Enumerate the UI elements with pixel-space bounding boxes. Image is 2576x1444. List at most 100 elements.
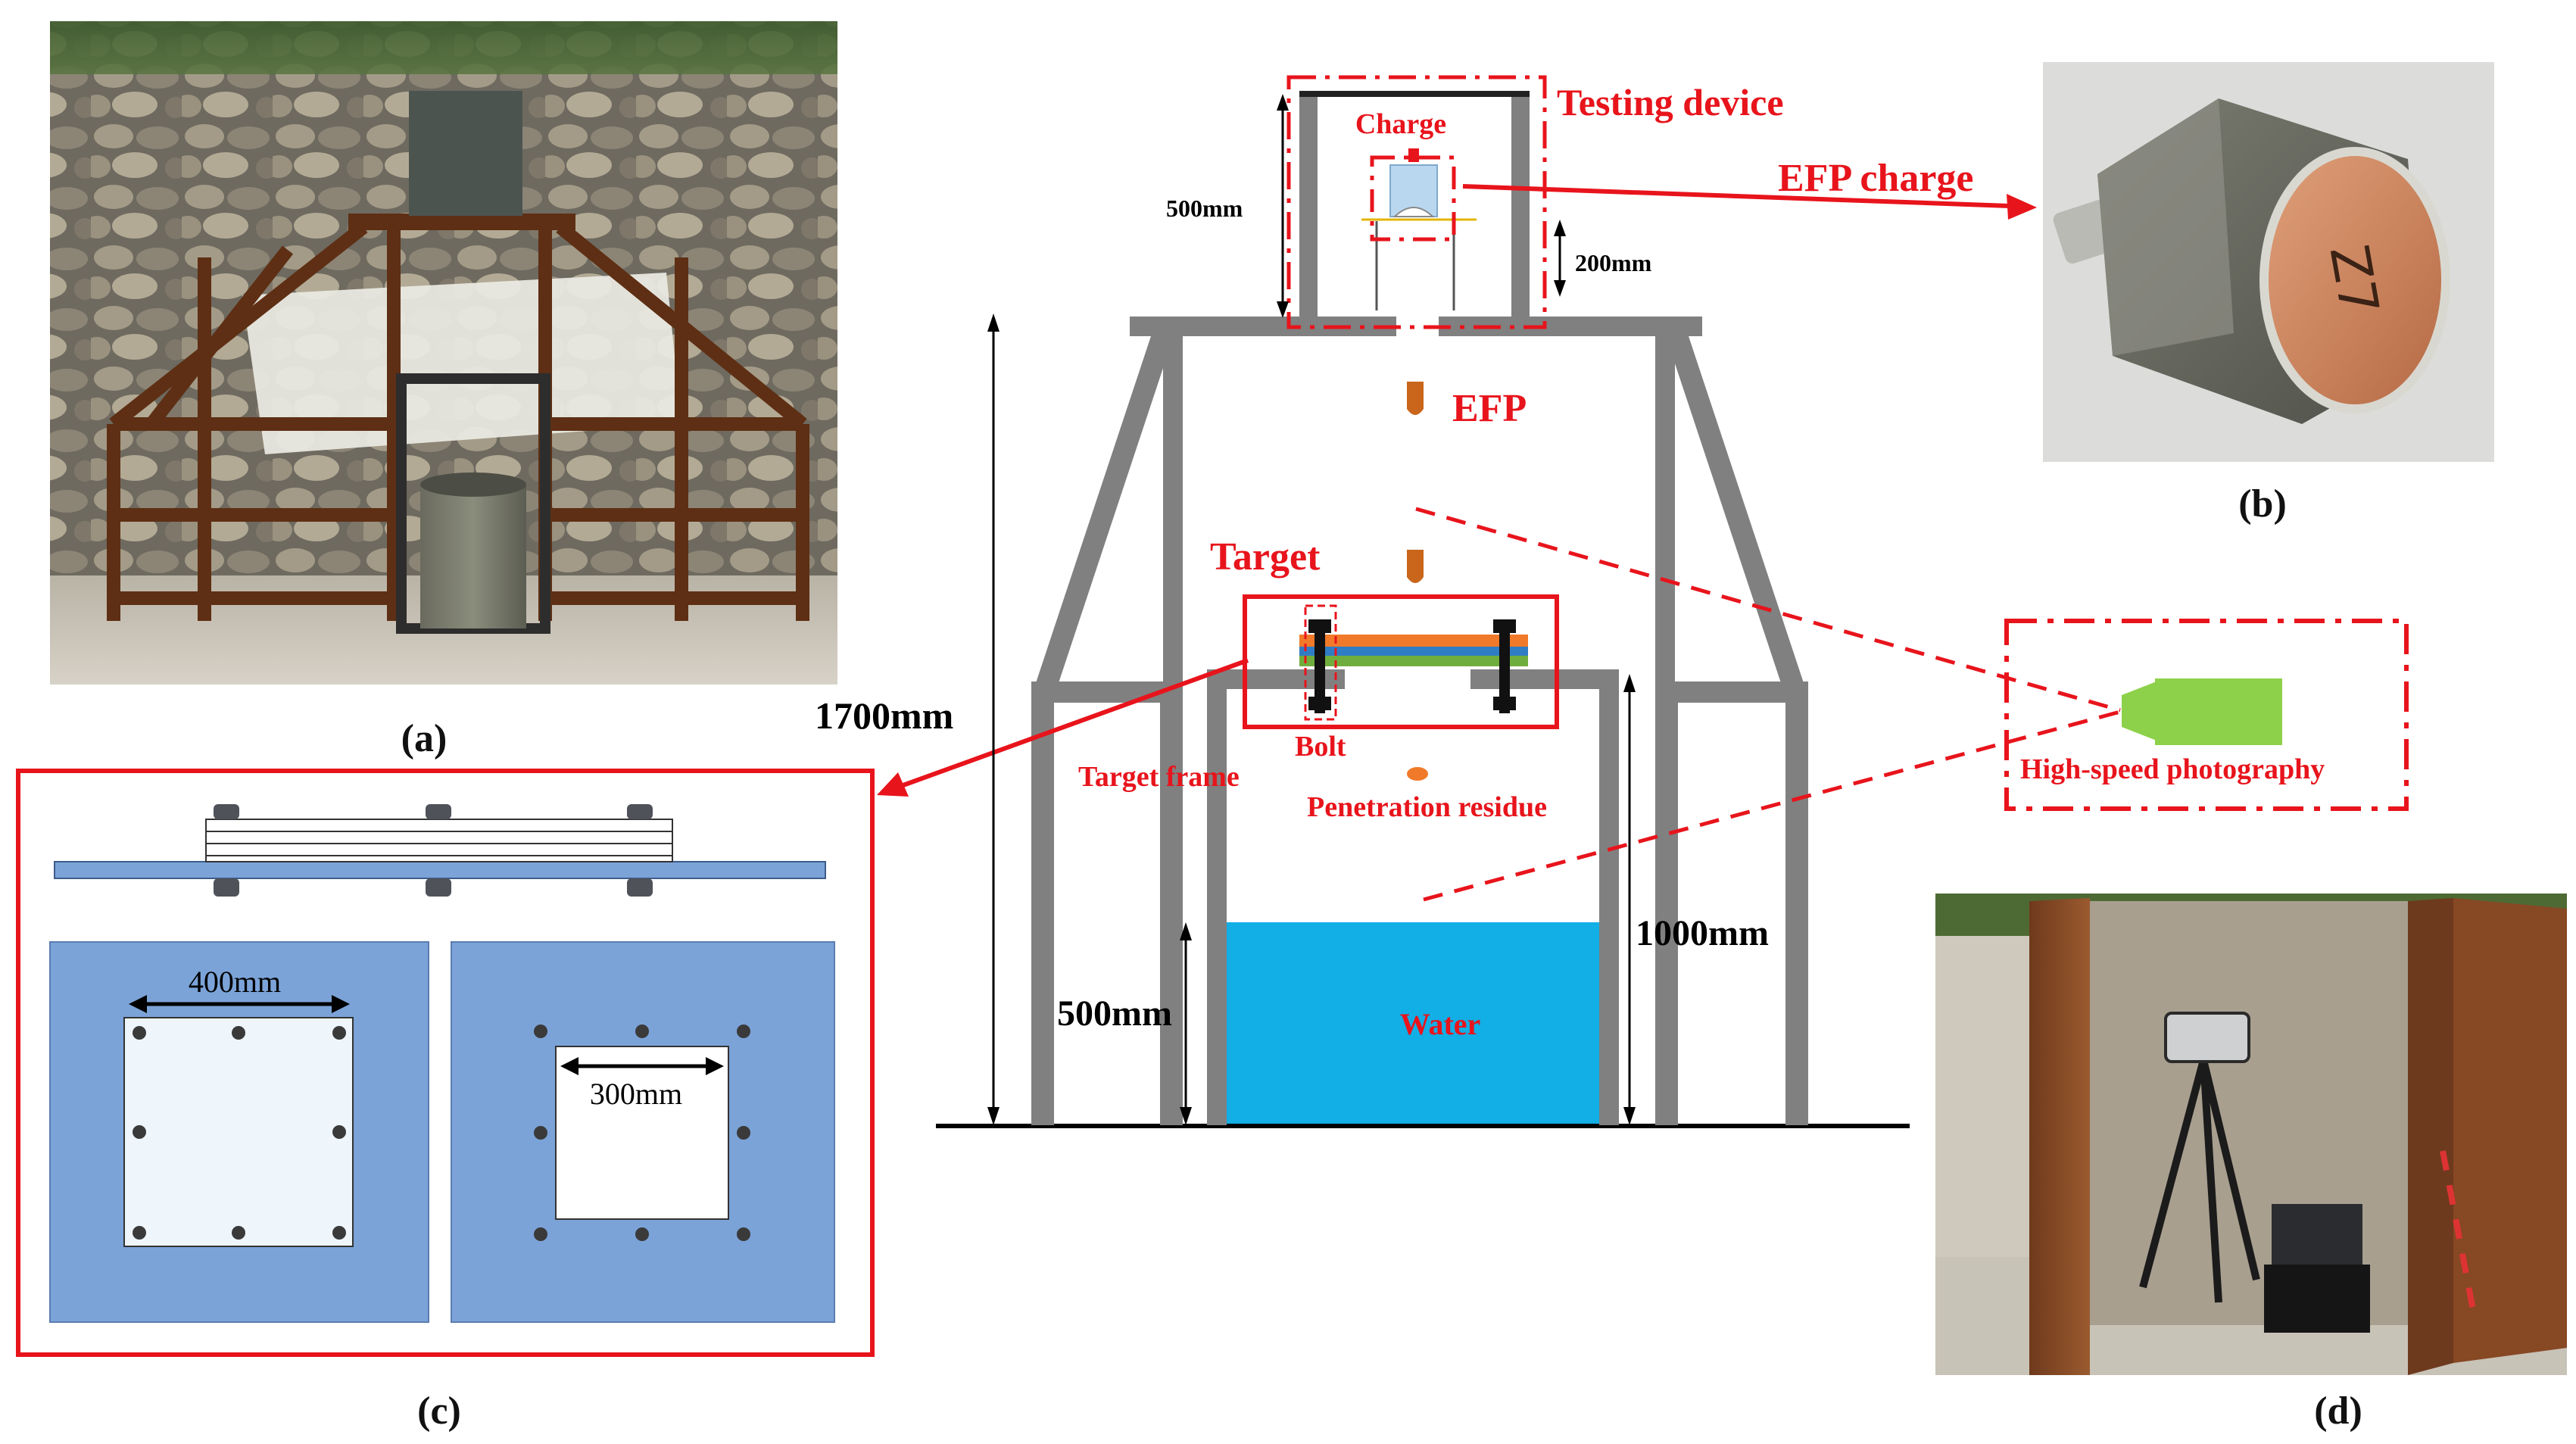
ground-line: [936, 1124, 1910, 1128]
panel-c-target-detail: 400mm 300mm: [16, 769, 875, 1357]
target-bolt-left-nut: [1308, 697, 1331, 710]
bolt-hole: [133, 1125, 146, 1139]
photo-d-case: [2264, 1265, 2370, 1333]
penetration-residue-label: Penetration residue: [1307, 791, 1547, 823]
target-to-panel-c-pointer: [877, 658, 1249, 797]
panel-c-right-bolts: [534, 1025, 750, 1241]
charge-liner: [1392, 207, 1435, 217]
panel-label-a: (a): [401, 717, 448, 760]
bolt-head-top: [627, 804, 653, 819]
bolt-hole: [332, 1125, 346, 1139]
photo-d-open-door: [2453, 898, 2567, 1363]
bolt-nut-bottom: [214, 878, 239, 897]
target-frame-wall-right: [1599, 669, 1619, 1125]
panel-c-base-plate: [54, 861, 826, 879]
efp-label: EFP: [1452, 387, 1527, 430]
charge-label: Charge: [1355, 108, 1446, 140]
efp-charge-pointer-line: [1462, 184, 2010, 208]
target-plate-green: [1299, 656, 1528, 666]
bolt-hole: [332, 1226, 346, 1240]
panel-label-c: (c): [417, 1389, 461, 1433]
efp-projectile-lower: [1407, 550, 1424, 583]
charge-highlight-box: [1370, 155, 1456, 242]
slant-right: [1666, 336, 1808, 697]
bolt-hole: [737, 1025, 750, 1038]
photo-d-back-wall: [2090, 901, 2446, 1325]
dim-label-device-500mm: 500mm: [1166, 195, 1243, 222]
photo-a-trees: [50, 21, 837, 74]
testing-device-box: [1286, 75, 1547, 329]
photo-b-marking: Z7: [2318, 241, 2391, 320]
bolt-hole: [737, 1227, 750, 1241]
target-bolt-right-head: [1493, 619, 1516, 633]
inner-wall-left: [1163, 336, 1183, 700]
sight-line-lower: [1423, 710, 2121, 902]
target-frame-top-right: [1470, 669, 1619, 689]
bolt-hole: [635, 1025, 649, 1038]
bolt-head-top: [214, 804, 239, 819]
panel-c-stack-low: [205, 843, 673, 856]
photo-b-side-face: [2097, 98, 2234, 356]
ledge-right: [1655, 681, 1808, 703]
efp-charge-pointer: [1462, 184, 2037, 220]
dim-label-water-500mm: 500mm: [1057, 993, 1172, 1034]
dim-arrow-300: [560, 1057, 724, 1075]
target-bolt-right: [1499, 619, 1510, 713]
penetration-residue-particle: [1407, 767, 1428, 781]
high-speed-camera-box: [2004, 619, 2409, 811]
photo-a-top-box: [409, 91, 522, 216]
photo-a-test-stand: [50, 21, 837, 685]
inner-leg-left: [1160, 697, 1183, 1125]
panel-c-stack-base: [205, 855, 673, 862]
target-assembly: [1243, 594, 1559, 729]
camera-icon: [2122, 678, 2282, 745]
target-to-panel-c-line: [900, 658, 1249, 788]
device-lid: [1299, 91, 1530, 97]
panel-c-stack-mid: [205, 831, 673, 844]
bolt-hole: [133, 1026, 146, 1040]
bolt-label: Bolt: [1295, 731, 1346, 763]
photo-a-top-beam: [348, 214, 575, 230]
water-tank: [1227, 922, 1599, 1124]
bolt-hole: [133, 1226, 146, 1240]
bolt-head-top: [426, 804, 451, 819]
bolt-hole: [534, 1227, 547, 1241]
testing-device-label: Testing device: [1557, 81, 1784, 123]
target-bolt-right-nut: [1493, 697, 1516, 710]
bolt-hole: [534, 1025, 547, 1038]
dim-label-1700mm: 1700mm: [815, 694, 953, 737]
device-wall-left: [1299, 94, 1318, 321]
photo-d-left-wall: [2029, 898, 2090, 1375]
outer-leg-right: [1785, 697, 1808, 1125]
target-bolt-left: [1315, 619, 1325, 713]
panel-label-d: (d): [2314, 1389, 2362, 1433]
bolt-hole: [232, 1026, 245, 1040]
camera-body: [2155, 678, 2282, 745]
bolt-hole: [534, 1126, 547, 1140]
high-speed-photography-label: High-speed photography: [2020, 753, 2325, 785]
photo-b-efp-charge: Z7: [2043, 62, 2494, 462]
schematic-frame: [936, 91, 1910, 1128]
panel-c-window-400: [123, 1017, 354, 1247]
photo-d-range-pole: [2440, 1150, 2476, 1311]
outer-leg-left: [1031, 697, 1054, 1125]
target-plate-blue: [1299, 647, 1528, 656]
efp-projectile-upper: [1407, 382, 1424, 415]
efp-charge-pointer-head: [2007, 194, 2037, 220]
top-plate-left: [1130, 317, 1396, 336]
panel-c-border: [16, 769, 875, 1357]
target-frame-wall-left: [1207, 669, 1227, 1125]
bolt-highlight-box: [1304, 604, 1337, 721]
bolt-nut-bottom: [426, 878, 451, 897]
inner-wall-right: [1655, 336, 1675, 700]
panel-c-stack-top: [205, 819, 673, 832]
photo-a-white-tarp: [242, 273, 681, 454]
dim-arrow-400: [129, 995, 350, 1013]
bolt-hole: [737, 1126, 750, 1140]
slant-left: [1031, 336, 1174, 697]
panel-c-side-bolts: [214, 804, 653, 897]
device-wall-right: [1511, 94, 1530, 321]
bolt-hole: [635, 1227, 649, 1241]
dim-label-200mm: 200mm: [1575, 249, 1652, 276]
panel-c-window-300: [555, 1046, 729, 1220]
